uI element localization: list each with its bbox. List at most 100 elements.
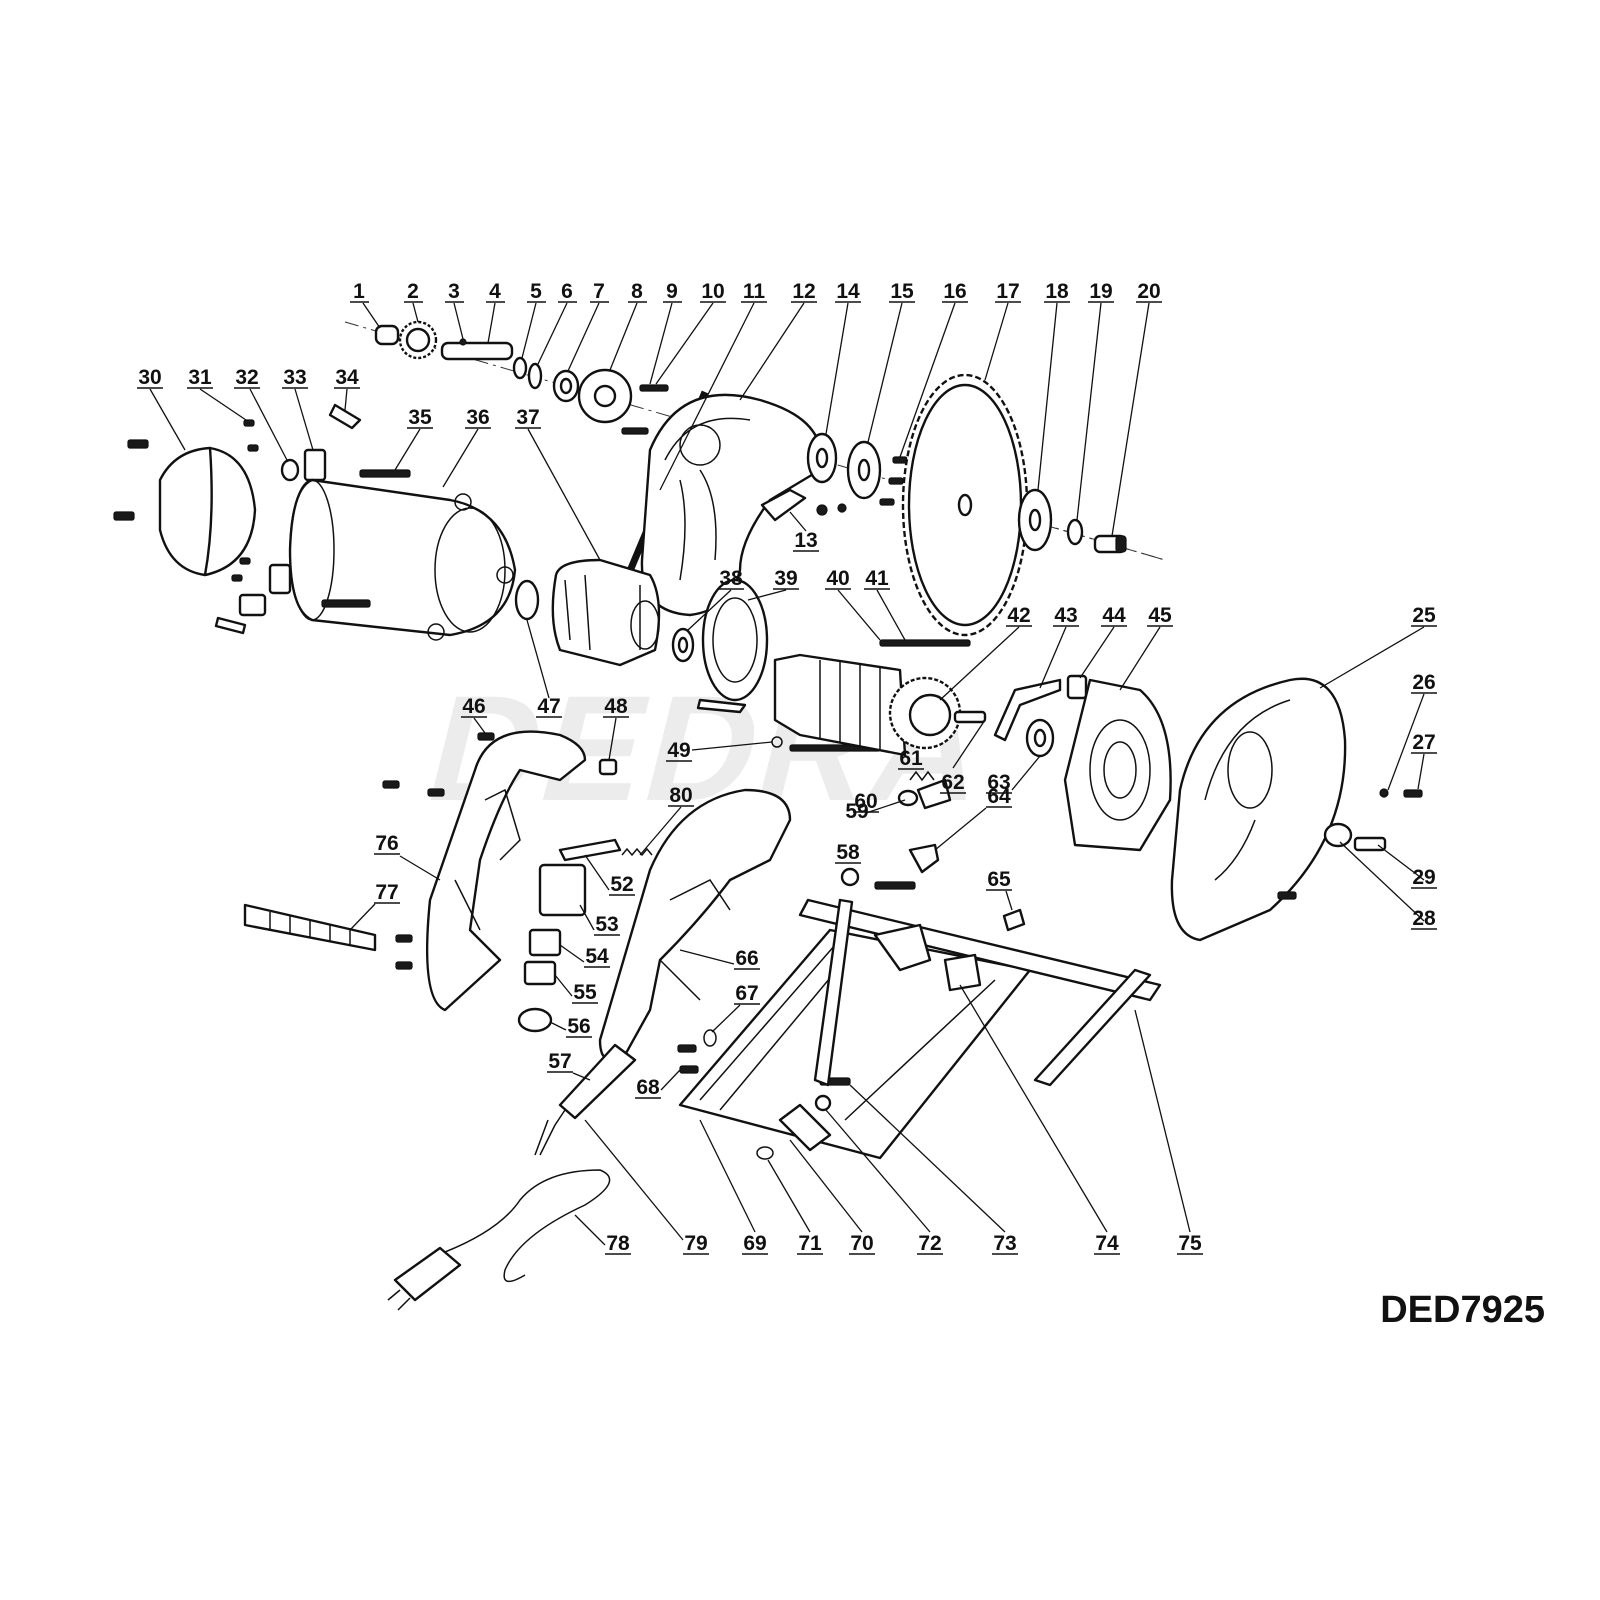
callout-66: 66: [679, 947, 760, 970]
callout-40: 40: [825, 567, 881, 641]
callout-label-78: 78: [606, 1232, 630, 1255]
callout-label-43: 43: [1054, 604, 1077, 627]
callout-11: 11: [659, 280, 767, 491]
callout-label-25: 25: [1412, 604, 1436, 627]
callout-label-68: 68: [636, 1076, 660, 1099]
callout-44: 44: [1079, 604, 1127, 679]
callout-label-48: 48: [604, 695, 628, 718]
callout-label-80: 80: [669, 784, 692, 807]
callout-label-3: 3: [448, 280, 460, 303]
callout-38: 38: [687, 567, 744, 631]
callout-77: 77: [349, 881, 400, 931]
callout-55: 55: [554, 974, 598, 1004]
callout-label-53: 53: [595, 913, 618, 936]
callout-28: 28: [1339, 841, 1437, 930]
callout-label-41: 41: [865, 567, 889, 590]
callout-32: 32: [234, 366, 289, 463]
callout-12: 12: [739, 280, 817, 401]
callout-label-47: 47: [537, 695, 560, 718]
callout-4: 4: [486, 280, 505, 344]
callout-label-16: 16: [943, 280, 966, 303]
callout-61: 61: [898, 747, 924, 770]
callout-80: 80: [639, 784, 694, 856]
callout-34: 34: [334, 366, 360, 411]
callout-1: 1: [350, 280, 381, 329]
callout-53: 53: [579, 904, 620, 936]
callout-27: 27: [1411, 731, 1437, 790]
callout-label-32: 32: [235, 366, 258, 389]
callout-label-18: 18: [1045, 280, 1069, 303]
callout-label-52: 52: [610, 873, 633, 896]
callout-label-38: 38: [719, 567, 743, 590]
callout-71: 71: [767, 1159, 823, 1255]
callout-64: 64: [934, 785, 1012, 851]
callout-label-37: 37: [516, 406, 539, 429]
callout-35: 35: [394, 406, 433, 471]
callout-label-60: 60: [854, 790, 877, 813]
callout-26: 26: [1387, 671, 1437, 791]
callout-label-19: 19: [1089, 280, 1112, 303]
callout-59: 59: [845, 800, 868, 823]
callout-label-73: 73: [993, 1232, 1016, 1255]
callout-label-36: 36: [466, 406, 489, 429]
callout-78: 78: [574, 1214, 631, 1255]
callout-63: 63: [986, 755, 1041, 794]
callout-52: 52: [584, 854, 635, 896]
callout-label-9: 9: [666, 280, 678, 303]
callout-19: 19: [1076, 280, 1114, 521]
callout-74: 74: [959, 984, 1120, 1255]
callout-labels: 1 2 3 4 5 6 7 8: [137, 280, 1437, 1255]
callout-label-6: 6: [561, 280, 573, 303]
callout-76: 76: [374, 832, 441, 881]
callout-label-35: 35: [408, 406, 432, 429]
callout-36: 36: [442, 406, 491, 488]
callout-42: 42: [939, 604, 1032, 701]
callout-label-74: 74: [1095, 1232, 1119, 1255]
callout-33: 33: [282, 366, 314, 451]
callout-label-46: 46: [462, 695, 485, 718]
callout-label-8: 8: [631, 280, 643, 303]
callout-58: 58: [835, 841, 861, 864]
callout-label-39: 39: [774, 567, 797, 590]
callout-57: 57: [547, 1050, 591, 1081]
callout-15: 15: [867, 280, 915, 443]
callout-label-29: 29: [1412, 866, 1435, 889]
callout-65: 65: [986, 868, 1013, 911]
callout-5: 5: [521, 280, 546, 359]
callout-label-49: 49: [667, 739, 690, 762]
callout-label-10: 10: [701, 280, 724, 303]
callout-9: 9: [649, 280, 682, 385]
callout-60: 60: [853, 790, 906, 814]
callout-label-33: 33: [283, 366, 306, 389]
callout-label-17: 17: [996, 280, 1019, 303]
callout-label-76: 76: [375, 832, 398, 855]
callout-label-5: 5: [530, 280, 542, 303]
callout-62: 62: [940, 719, 986, 794]
callout-3: 3: [445, 280, 464, 340]
callout-label-77: 77: [375, 881, 398, 904]
callout-label-2: 2: [407, 280, 419, 303]
callout-73: 73: [849, 1084, 1018, 1255]
callout-6: 6: [537, 280, 577, 365]
callout-label-62: 62: [941, 771, 964, 794]
callout-79: 79: [584, 1119, 709, 1255]
callout-label-75: 75: [1178, 1232, 1202, 1255]
callout-label-7: 7: [593, 280, 605, 303]
callout-8: 8: [609, 280, 647, 371]
callout-label-27: 27: [1412, 731, 1435, 754]
callout-16: 16: [899, 280, 968, 458]
callout-label-31: 31: [188, 366, 212, 389]
callout-label-67: 67: [735, 982, 758, 1005]
callout-label-28: 28: [1412, 907, 1436, 930]
callout-7: 7: [567, 280, 609, 372]
callout-label-45: 45: [1148, 604, 1172, 627]
callout-label-70: 70: [850, 1232, 873, 1255]
callout-label-69: 69: [743, 1232, 766, 1255]
callout-2: 2: [404, 280, 423, 323]
parts-drawing: [113, 320, 1423, 1311]
callout-43: 43: [1039, 604, 1079, 689]
callout-label-55: 55: [573, 981, 597, 1004]
callout-label-57: 57: [548, 1050, 571, 1073]
callout-label-64: 64: [987, 785, 1011, 808]
